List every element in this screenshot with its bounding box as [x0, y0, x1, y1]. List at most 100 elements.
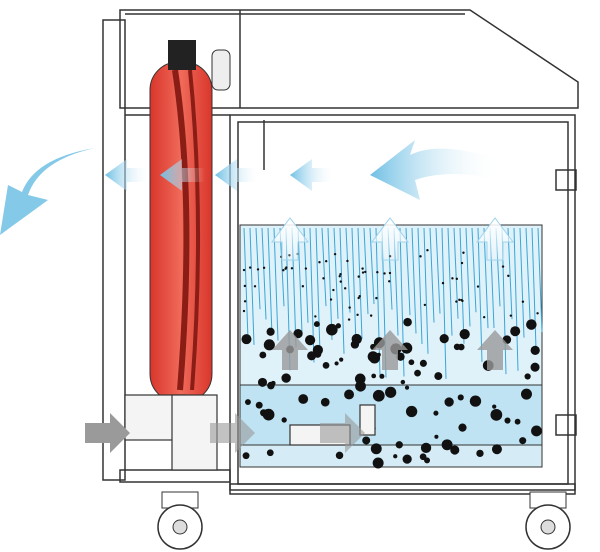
water-streak — [243, 227, 249, 340]
water-streak — [411, 227, 417, 334]
particle — [243, 300, 247, 303]
water-streak — [459, 227, 465, 344]
particle — [372, 389, 385, 402]
particle — [521, 300, 525, 303]
inflow-arrows — [85, 413, 365, 453]
particle — [346, 259, 349, 263]
inflow-up-arrow — [272, 330, 308, 370]
caster-wheels — [157, 491, 571, 550]
water-streak — [507, 227, 513, 320]
particle — [307, 351, 317, 361]
particle — [361, 271, 365, 274]
particle — [338, 275, 341, 278]
particle — [424, 457, 431, 464]
particle — [405, 405, 418, 418]
water-streak — [519, 227, 525, 338]
particle — [526, 319, 537, 330]
water-streak — [327, 227, 333, 340]
water-streak — [537, 227, 543, 333]
particle — [248, 266, 252, 269]
cabinet-frame — [102, 19, 577, 495]
particle — [395, 441, 403, 449]
particle — [242, 452, 250, 460]
particle — [426, 248, 429, 252]
particle — [530, 362, 540, 372]
particle — [314, 315, 317, 318]
particle — [514, 418, 521, 425]
water-streak — [297, 227, 303, 333]
particle — [312, 344, 324, 356]
particle — [257, 377, 268, 387]
particle — [298, 394, 309, 404]
water-streak — [375, 227, 381, 376]
particle — [441, 281, 445, 285]
water-streak — [453, 227, 459, 319]
particle — [370, 443, 382, 455]
particle — [530, 345, 540, 356]
particle — [267, 381, 275, 390]
particle — [285, 266, 288, 269]
particle — [329, 298, 333, 301]
particle — [434, 372, 443, 381]
particle — [388, 280, 391, 283]
particle — [460, 261, 464, 265]
water-streak — [513, 227, 519, 371]
airflow-up-arrow — [476, 217, 514, 261]
airflow-up-arrows — [271, 217, 514, 370]
particle — [339, 357, 344, 362]
particle — [322, 277, 325, 280]
airflow-left-arrow — [105, 159, 150, 191]
particle — [519, 437, 527, 445]
particle — [462, 251, 465, 254]
top-hood — [119, 9, 579, 109]
particle — [536, 312, 539, 315]
water-streak — [267, 227, 273, 336]
particle — [343, 287, 347, 290]
water-streak — [357, 227, 363, 339]
particle — [361, 267, 364, 270]
particle — [282, 269, 285, 272]
particle — [400, 379, 406, 385]
particle — [439, 334, 449, 344]
particle — [356, 313, 359, 317]
particle — [266, 449, 274, 457]
particle — [358, 295, 361, 298]
particle — [256, 268, 260, 271]
particle — [281, 417, 287, 423]
particle — [476, 285, 480, 288]
water-streak — [417, 227, 423, 345]
water-streak — [249, 227, 255, 345]
particle — [458, 423, 467, 432]
inflow-up-arrow — [372, 330, 408, 370]
water-streak — [351, 227, 357, 345]
particle — [504, 417, 511, 424]
particle — [266, 327, 275, 336]
particle — [455, 277, 459, 281]
particle — [419, 453, 427, 461]
particle — [419, 255, 422, 258]
particle — [324, 259, 328, 263]
particle — [385, 386, 397, 398]
particle — [320, 397, 330, 407]
particle — [408, 359, 415, 366]
particle — [332, 288, 335, 292]
particle — [531, 425, 542, 437]
particle — [322, 362, 330, 369]
particle — [458, 298, 461, 302]
particle — [453, 343, 461, 351]
particle — [507, 274, 510, 278]
particle — [243, 284, 247, 288]
water-streak — [321, 227, 327, 307]
particle — [364, 270, 367, 274]
airflow-left-arrow — [290, 159, 335, 191]
particle — [290, 267, 294, 270]
water-streak — [369, 227, 375, 305]
particle — [357, 275, 360, 278]
airflow-left-arrows — [105, 159, 335, 191]
particle — [369, 314, 373, 317]
water-streak — [405, 227, 411, 316]
water-streak — [315, 227, 321, 353]
airflow-intake-curve-arrow — [370, 140, 500, 200]
water-streak — [423, 227, 429, 354]
particle — [293, 329, 303, 339]
